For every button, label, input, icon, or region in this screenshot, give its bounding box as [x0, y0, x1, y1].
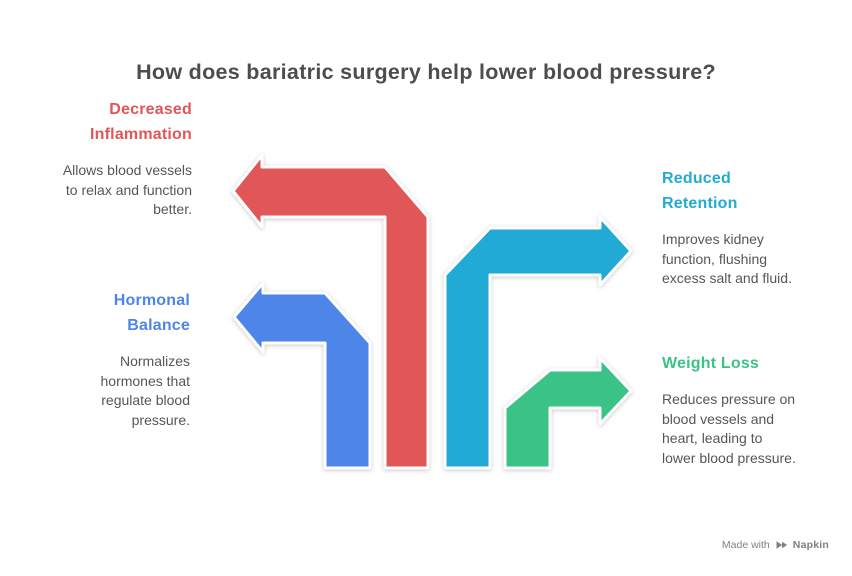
watermark-brand-text: Napkin: [792, 539, 829, 551]
section-heading-hormonal-balance: Hormonal Balance: [113, 292, 190, 334]
section-body-decreased-inflammation: Allows blood vessels to relax and functi…: [62, 162, 192, 217]
arrow-reduced-retention: [443, 215, 633, 470]
watermark-made-with-text: Made with: [721, 539, 770, 551]
napkin-pen-icon: [776, 541, 787, 549]
section-heading-weight-loss: Weight Loss: [662, 355, 760, 372]
section-body-weight-loss: Reduces pressure on blood vessels and he…: [662, 391, 796, 466]
section-hormonal-balance: Hormonal Balance Normalizes hormones tha…: [5, 288, 191, 430]
page-title: How does bariatric surgery help lower bl…: [136, 60, 716, 85]
section-reduced-retention: Reduced Retention Improves kidney functi…: [662, 166, 842, 289]
section-body-reduced-retention: Improves kidney function, flushing exces…: [662, 231, 792, 286]
section-heading-decreased-inflammation: Decreased Inflammation: [90, 101, 192, 143]
section-body-hormonal-balance: Normalizes hormones that regulate blood …: [100, 353, 191, 428]
arrow-hormonal-balance: [232, 281, 372, 470]
arrow-weight-loss: [503, 356, 633, 470]
section-weight-loss: Weight Loss Reduces pressure on blood ve…: [662, 351, 842, 468]
made-with-napkin-watermark: Made with Napkin: [722, 539, 829, 551]
arrow-decreased-inflammation: [231, 153, 430, 470]
section-heading-reduced-retention: Reduced Retention: [662, 170, 738, 212]
section-decreased-inflammation: Decreased Inflammation Allows blood vess…: [7, 97, 192, 220]
